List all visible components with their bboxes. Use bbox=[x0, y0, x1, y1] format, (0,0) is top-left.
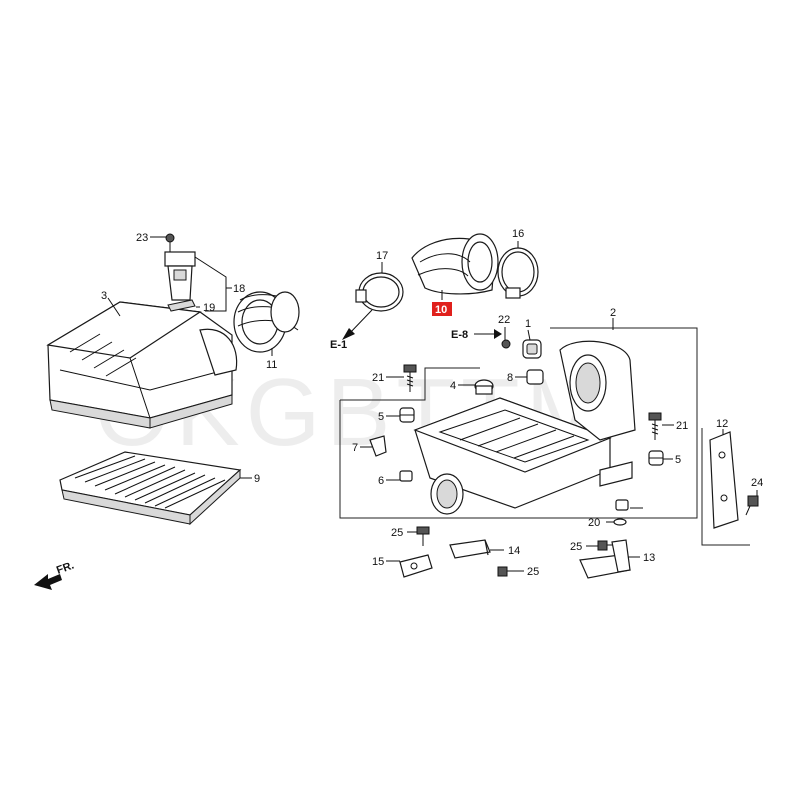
front-label: FR. bbox=[55, 559, 76, 576]
air-cleaner-upper-housing bbox=[46, 301, 238, 429]
callout-23: 23 bbox=[136, 232, 148, 244]
part12-box bbox=[701, 428, 750, 546]
callout-14: 14 bbox=[508, 545, 520, 557]
bracket-14 bbox=[449, 539, 491, 559]
bolt-21-right bbox=[648, 412, 662, 440]
callout-3: 3 bbox=[101, 290, 107, 302]
bushing-8 bbox=[526, 369, 544, 385]
air-cleaner-lower-housing bbox=[413, 340, 636, 515]
callout-20: 20 bbox=[588, 517, 600, 529]
bolt-24 bbox=[745, 495, 759, 516]
callout-12: 12 bbox=[716, 418, 728, 430]
front-direction-arrow bbox=[34, 574, 62, 590]
grommet-22 bbox=[501, 339, 511, 349]
air-filter-element bbox=[59, 451, 242, 526]
callout-25-c: 25 bbox=[570, 541, 582, 553]
callout-9: 9 bbox=[254, 473, 260, 485]
callout-4: 4 bbox=[450, 380, 456, 392]
callout-17: 17 bbox=[376, 250, 388, 262]
callout-5-right: 5 bbox=[675, 454, 681, 466]
callout-19: 19 bbox=[203, 302, 215, 314]
callout-2: 2 bbox=[610, 307, 616, 319]
leader-lines bbox=[107, 236, 758, 572]
callout-1: 1 bbox=[525, 318, 531, 330]
bolt-25-b bbox=[497, 566, 518, 577]
maf-gasket bbox=[167, 299, 196, 312]
callout-15: 15 bbox=[372, 556, 384, 568]
hose-clamp-17 bbox=[355, 272, 404, 312]
housing-group-box-step bbox=[340, 367, 480, 401]
ref-e8: E-8 bbox=[451, 329, 468, 341]
callout-24: 24 bbox=[751, 477, 763, 489]
bushing-4 bbox=[474, 379, 494, 395]
bushing-6-left bbox=[399, 470, 413, 482]
callout-10: 10 bbox=[435, 304, 447, 316]
ref-e1-arrow bbox=[342, 309, 373, 340]
bracket-13 bbox=[579, 539, 632, 579]
grommet-1 bbox=[522, 339, 542, 359]
bushing-6-right bbox=[615, 499, 629, 511]
intake-duct bbox=[233, 291, 300, 353]
callout-5-left: 5 bbox=[378, 411, 384, 423]
callout-11: 11 bbox=[266, 359, 277, 371]
bolt-21-left bbox=[403, 364, 417, 392]
hose-clamp-16 bbox=[497, 247, 539, 299]
callout-25-b: 25 bbox=[527, 566, 539, 578]
callout-8: 8 bbox=[507, 372, 513, 384]
ref-e1: E-1 bbox=[330, 339, 347, 351]
callout-22: 22 bbox=[498, 314, 510, 326]
callout-6: 6 bbox=[378, 475, 384, 487]
clip-7 bbox=[369, 435, 387, 457]
bushing-5-left bbox=[399, 407, 415, 423]
callout-21-right: 21 bbox=[676, 420, 688, 432]
callout-10-highlight bbox=[432, 302, 452, 316]
washer-20 bbox=[613, 518, 627, 526]
callout-13: 13 bbox=[643, 552, 655, 564]
bushing-5-right bbox=[648, 450, 664, 466]
intake-tube bbox=[411, 233, 499, 295]
callout-7: 7 bbox=[352, 442, 358, 454]
maf-sensor bbox=[164, 233, 196, 301]
bolt-25-a bbox=[416, 526, 430, 546]
bracket-15 bbox=[399, 554, 433, 578]
callout-18: 18 bbox=[233, 283, 245, 295]
callout-21-left: 21 bbox=[372, 372, 384, 384]
callout-25-a: 25 bbox=[391, 527, 403, 539]
housing-group-box bbox=[339, 327, 698, 519]
ref-e8-arrow bbox=[474, 329, 502, 339]
bracket-12 bbox=[709, 431, 739, 529]
callout-16: 16 bbox=[512, 228, 524, 240]
